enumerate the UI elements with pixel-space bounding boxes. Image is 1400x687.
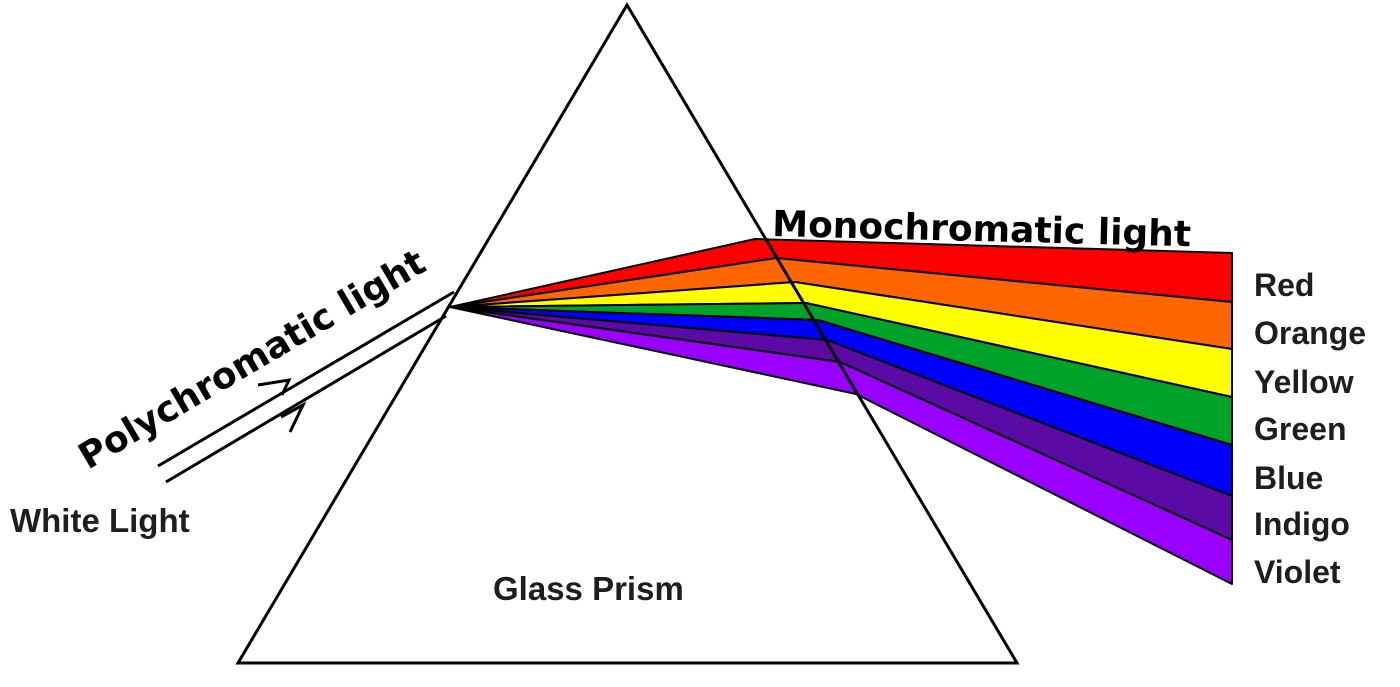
label-violet: Violet (1254, 554, 1341, 590)
label-blue: Blue (1254, 460, 1323, 496)
label-green: Green (1254, 411, 1346, 447)
spectrum-bands (450, 239, 1232, 584)
polychromatic-light-label: Polychromatic light (72, 242, 433, 478)
white-light-label: White Light (10, 502, 190, 539)
label-red: Red (1254, 267, 1314, 303)
label-orange: Orange (1254, 315, 1366, 351)
label-yellow: Yellow (1254, 364, 1354, 400)
glass-prism-label: Glass Prism (493, 570, 684, 607)
direction-arrow-upper (258, 380, 289, 395)
direction-arrow-lower (281, 405, 303, 432)
label-indigo: Indigo (1254, 506, 1350, 542)
